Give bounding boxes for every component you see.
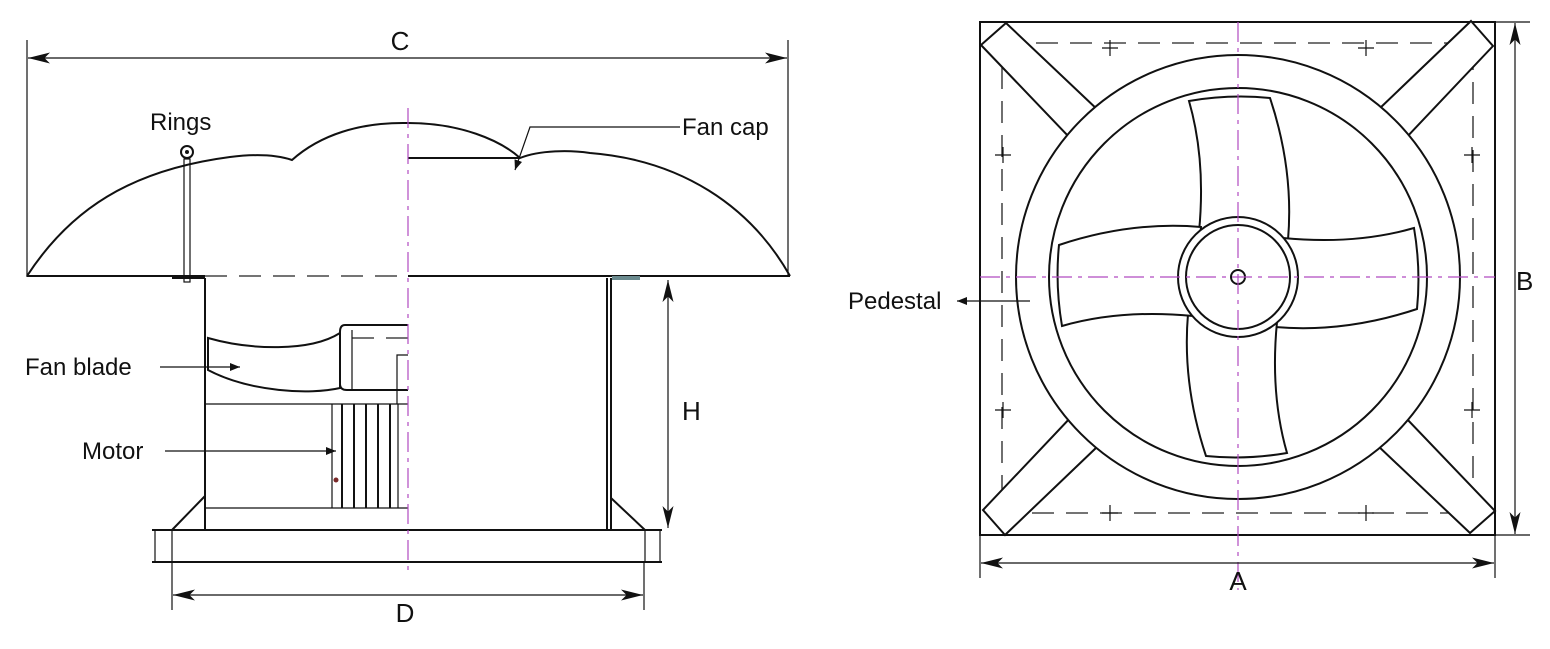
dimension-a: A bbox=[979, 535, 1496, 596]
dimension-d: D bbox=[171, 562, 645, 628]
pedestal-label: Pedestal bbox=[848, 288, 941, 315]
mounting-hole-marks bbox=[995, 40, 1480, 521]
corner-braces bbox=[979, 19, 1497, 537]
dimension-h-label: H bbox=[682, 396, 701, 426]
fan-housing bbox=[152, 276, 662, 563]
side-view: C Rings Fan cap bbox=[25, 26, 791, 628]
fan-blade-label: Fan blade bbox=[25, 354, 132, 381]
dimension-b: B bbox=[1495, 21, 1533, 536]
dimension-a-label: A bbox=[1229, 566, 1247, 596]
dimension-d-label: D bbox=[396, 598, 415, 628]
fan-blade-side bbox=[207, 324, 408, 404]
motor-label: Motor bbox=[82, 438, 143, 465]
dimension-c: C bbox=[26, 26, 789, 277]
fan-blades bbox=[1056, 95, 1420, 459]
rings-label: Rings bbox=[150, 109, 211, 136]
dimension-h: H bbox=[662, 280, 701, 528]
fan-cap-leader bbox=[514, 126, 680, 171]
motor-side bbox=[205, 403, 408, 509]
mounting-outline bbox=[1001, 42, 1474, 514]
top-view: Pedestal B A bbox=[848, 19, 1533, 596]
dimension-b-label: B bbox=[1516, 266, 1533, 296]
fan-cap-label: Fan cap bbox=[682, 114, 769, 141]
lifting-ring bbox=[172, 145, 205, 283]
dimension-c-label: C bbox=[391, 26, 410, 56]
